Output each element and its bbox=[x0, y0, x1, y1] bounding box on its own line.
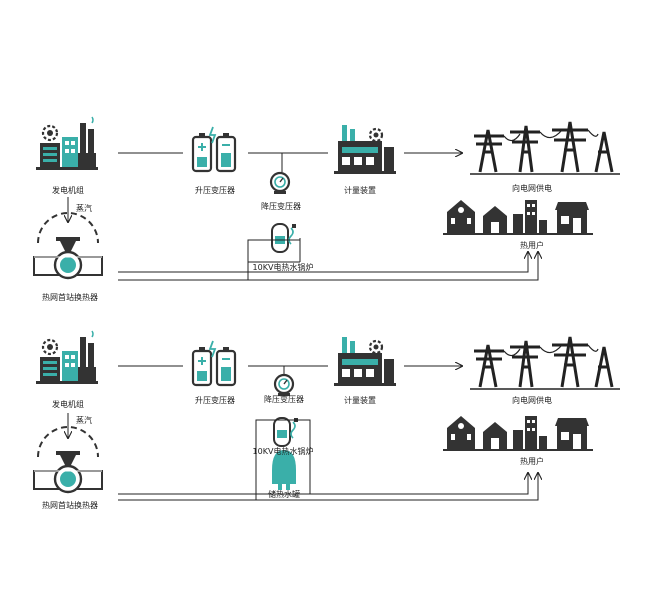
metering-device-icon bbox=[332, 335, 398, 388]
step-up-label: 升压变压器 bbox=[195, 185, 235, 195]
steam-label: 蒸汽 bbox=[76, 203, 92, 213]
exchanger-label: 热网首站换热器 bbox=[42, 500, 98, 510]
exchanger-label: 热网首站换热器 bbox=[42, 292, 98, 302]
generator-icon bbox=[34, 115, 100, 172]
electric-boiler-icon bbox=[271, 223, 297, 253]
transmission-tower-icon bbox=[468, 120, 622, 176]
steam-label: 蒸汽 bbox=[76, 415, 92, 425]
boiler-label: 10KV电热水锅炉 bbox=[253, 262, 314, 272]
step-up-label: 升压变压器 bbox=[195, 395, 235, 405]
diagram-1-connectors bbox=[68, 153, 538, 281]
generator-icon bbox=[34, 329, 100, 386]
storage-tank-label: 储热水罐 bbox=[268, 489, 300, 499]
metering-device-icon bbox=[332, 123, 398, 176]
step-down-label: 降压变压器 bbox=[261, 201, 301, 211]
step-down-transformer-icon bbox=[273, 373, 295, 398]
generator-label: 发电机组 bbox=[52, 185, 84, 195]
heat-users-label: 热用户 bbox=[520, 456, 544, 466]
heat-users-icon bbox=[442, 199, 594, 235]
diagram-1: 发电机组 蒸汽 热网首站换热器 升压变压器 降压变压器 计量装置 向电网供电 热… bbox=[32, 115, 622, 302]
metering-label: 计量装置 bbox=[344, 395, 376, 405]
grid-label: 向电网供电 bbox=[512, 183, 552, 193]
heat-users-icon bbox=[442, 415, 594, 451]
heat-exchanger-icon bbox=[32, 211, 104, 280]
step-down-transformer-icon bbox=[269, 171, 291, 196]
heat-users-label: 热用户 bbox=[520, 240, 544, 250]
boiler-label: 10KV电热水锅炉 bbox=[253, 446, 314, 456]
storage-tank-icon bbox=[272, 450, 296, 490]
step-up-transformer-icon bbox=[191, 125, 237, 173]
grid-label: 向电网供电 bbox=[512, 395, 552, 405]
step-down-label: 降压变压器 bbox=[264, 394, 304, 404]
diagram-2: 发电机组 蒸汽 热网首站换热器 升压变压器 降压变压器 计量装置 向电网供电 热… bbox=[32, 329, 622, 510]
step-up-transformer-icon bbox=[191, 339, 237, 387]
transmission-tower-icon bbox=[468, 335, 622, 391]
electric-boiler-icon bbox=[273, 417, 299, 447]
metering-label: 计量装置 bbox=[344, 185, 376, 195]
diagram-2-connectors bbox=[68, 366, 538, 501]
generator-label: 发电机组 bbox=[52, 399, 84, 409]
